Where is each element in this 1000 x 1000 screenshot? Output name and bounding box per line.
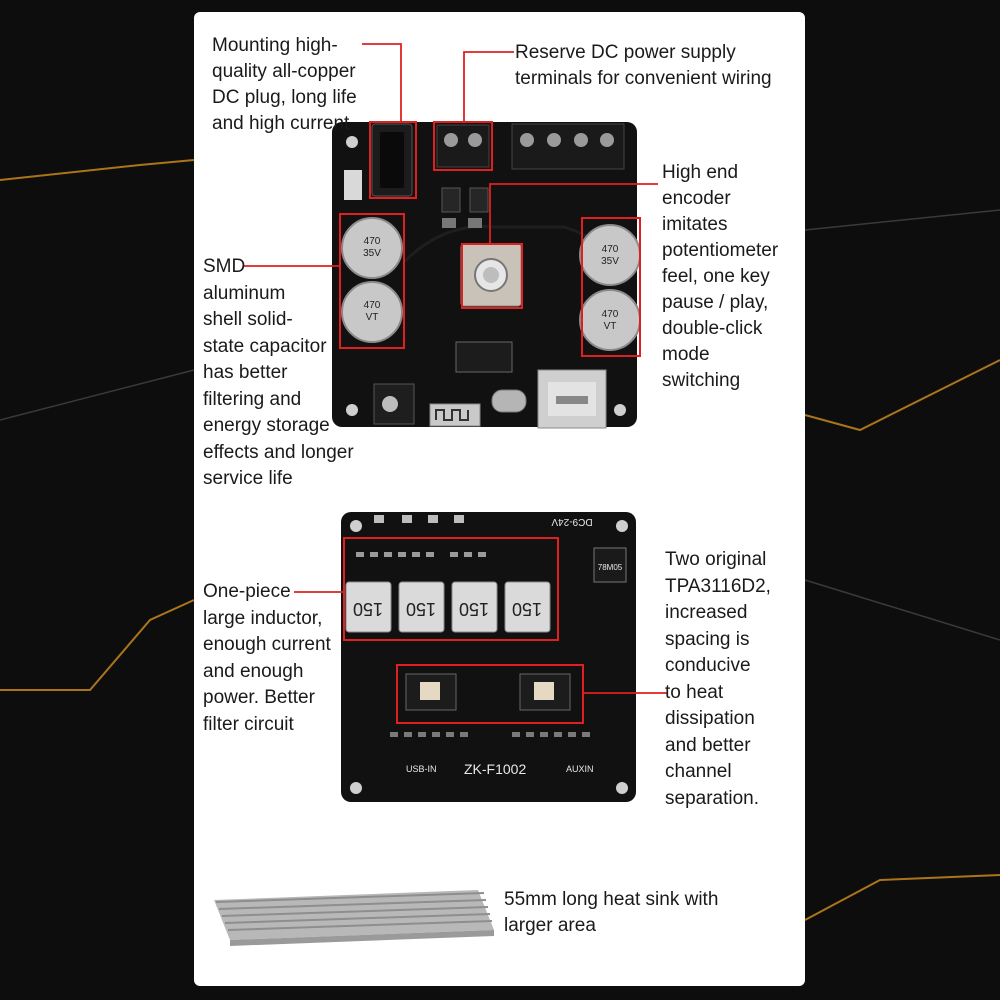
bottom-board: DC9-24V 78M05 150 150 — [294, 512, 668, 802]
svg-text:150: 150 — [406, 599, 436, 619]
callout-encoder: High end encoder imitates potentiometer … — [662, 162, 779, 391]
capacitor-right-bottom: 470 VT — [579, 289, 641, 351]
inductor-3: 150 — [451, 581, 498, 633]
rotary-encoder-icon — [460, 243, 522, 307]
product-card: 470 35V 470 VT 470 35V 470 VT — [194, 12, 805, 986]
product-illustration: 470 35V 470 VT 470 35V 470 VT — [214, 43, 668, 946]
callout-chips: Two original TPA3116D2, increased spacin… — [665, 549, 771, 809]
svg-text:470: 470 — [364, 236, 381, 247]
tpa3116-chip-left — [405, 673, 457, 711]
svg-text:USB-IN: USB-IN — [406, 764, 437, 774]
callout-heatsink: 55mm long heat sink with larger area — [504, 889, 719, 936]
svg-text:ZK-F1002: ZK-F1002 — [464, 761, 526, 777]
screw-terminal-icon — [436, 123, 625, 170]
svg-text:78M05: 78M05 — [598, 563, 623, 572]
dc-jack-icon — [371, 123, 413, 197]
capacitor-left-top: 470 35V — [341, 217, 403, 279]
inductor-4: 150 — [504, 581, 551, 633]
svg-text:35V: 35V — [363, 248, 381, 259]
usb-port-icon — [537, 369, 607, 429]
svg-text:DC9-24V: DC9-24V — [551, 516, 592, 527]
svg-text:VT: VT — [604, 321, 617, 332]
svg-text:150: 150 — [353, 599, 383, 619]
svg-text:150: 150 — [459, 599, 489, 619]
bluetooth-antenna-icon — [429, 403, 481, 427]
svg-text:35V: 35V — [601, 256, 619, 267]
svg-text:470: 470 — [364, 300, 381, 311]
callout-dc-plug: Mounting high- quality all-copper DC plu… — [212, 35, 357, 134]
svg-text:AUXIN: AUXIN — [566, 764, 594, 774]
callout-inductor: One-piece large inductor, enough current… — [203, 581, 331, 735]
svg-text:470: 470 — [602, 244, 619, 255]
inductor-2: 150 — [398, 581, 445, 633]
inductor-1: 150 — [345, 581, 392, 633]
top-board: 470 35V 470 VT 470 35V 470 VT — [244, 43, 658, 429]
callout-capacitor: SMD aluminum shell solid- state capacito… — [203, 256, 354, 489]
svg-text:150: 150 — [512, 599, 542, 619]
svg-text:470: 470 — [602, 309, 619, 320]
callout-reserve-terminals: Reserve DC power supply terminals for co… — [515, 42, 772, 89]
capacitor-left-bottom: 470 VT — [341, 281, 403, 343]
tpa3116-chip-right — [519, 673, 571, 711]
capacitor-right-top: 470 35V — [579, 224, 641, 286]
heatsink-icon — [214, 890, 494, 946]
svg-text:VT: VT — [366, 312, 379, 323]
